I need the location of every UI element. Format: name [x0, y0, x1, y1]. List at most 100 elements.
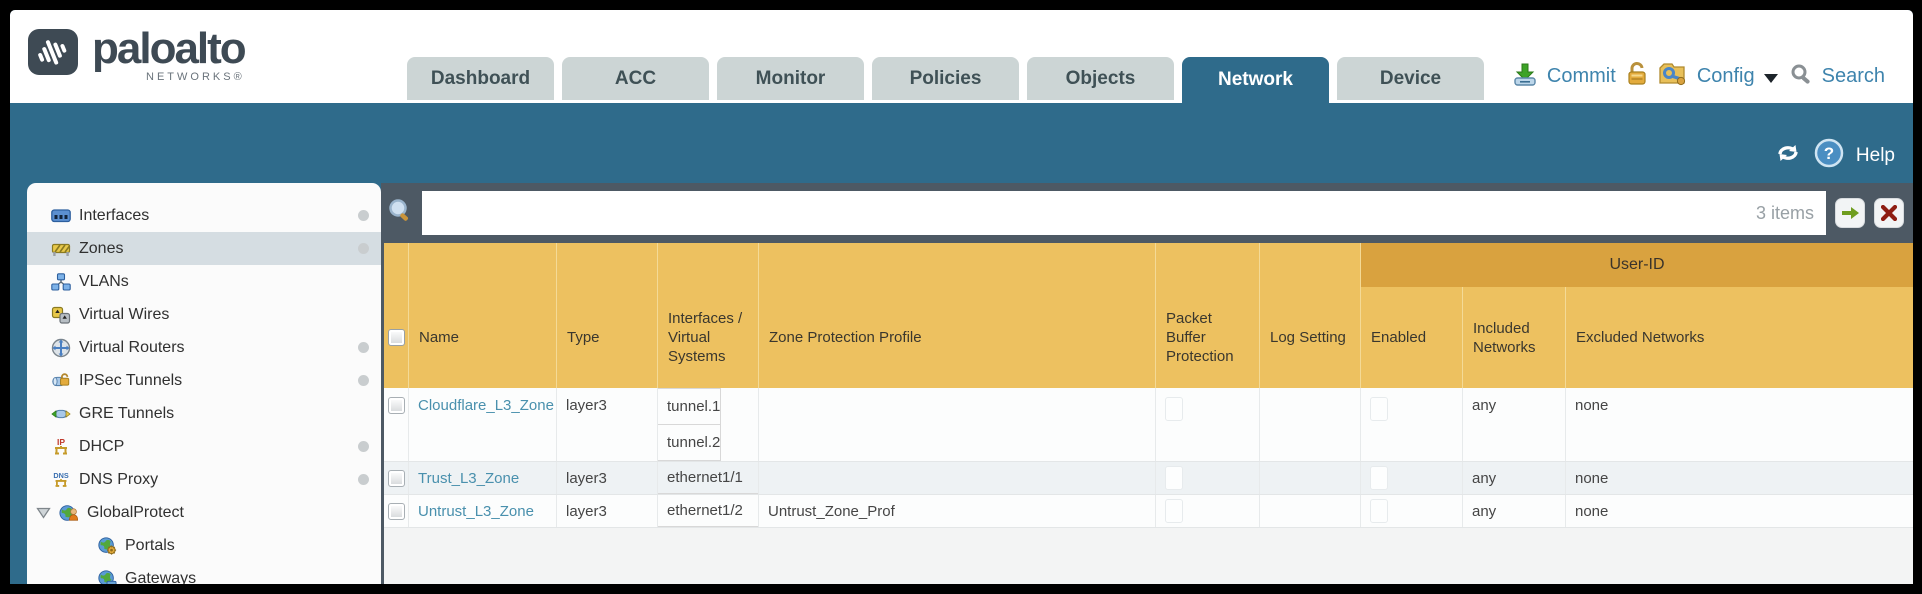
status-dot — [358, 210, 369, 221]
zone-name-link[interactable]: Trust_L3_Zone — [418, 469, 520, 487]
svg-text:?: ? — [1824, 144, 1834, 163]
sidebar-item-virtual-routers[interactable]: Virtual Routers — [27, 331, 381, 364]
search-icon[interactable] — [1789, 62, 1813, 91]
gateways-icon — [97, 569, 117, 584]
sidebar-item-label: IPSec Tunnels — [79, 371, 183, 389]
sidebar-item-dns-proxy[interactable]: DNS DNS Proxy — [27, 463, 381, 496]
commit-button[interactable]: Commit — [1546, 64, 1616, 87]
column-header-packet-buffer-protection[interactable]: Packet Buffer Protection — [1156, 243, 1260, 388]
table-row: Trust_L3_Zone layer3 ethernet1/1 — [384, 462, 1913, 495]
packet-buffer-protection-checkbox[interactable] — [1165, 466, 1183, 490]
band-actions: ? Help — [1774, 138, 1895, 173]
user-id-enabled-cell — [1361, 495, 1463, 527]
status-dot — [358, 441, 369, 452]
apply-filter-button[interactable] — [1835, 198, 1865, 228]
sidebar-item-label: Gateways — [125, 569, 197, 585]
help-label[interactable]: Help — [1855, 144, 1895, 166]
sidebar-item-virtual-wires[interactable]: Virtual Wires — [27, 298, 381, 331]
tab-network[interactable]: Network — [1182, 57, 1329, 103]
sidebar-item-gateways[interactable]: Gateways — [27, 562, 381, 584]
sidebar-item-gre-tunnels[interactable]: GRE Tunnels — [27, 397, 381, 430]
expand-caret-icon[interactable] — [36, 507, 51, 519]
column-header-included-networks[interactable]: Included Networks — [1463, 243, 1566, 388]
vlans-icon — [51, 272, 71, 292]
quick-actions: Commit C — [1512, 60, 1885, 92]
zones-icon — [51, 239, 71, 259]
user-id-enabled-checkbox[interactable] — [1370, 397, 1388, 421]
row-checkbox[interactable] — [388, 469, 405, 487]
tab-monitor[interactable]: Monitor — [717, 57, 864, 100]
sidebar-item-vlans[interactable]: VLANs — [27, 265, 381, 298]
sidebar-item-ipsec-tunnels[interactable]: IPSec Tunnels — [27, 364, 381, 397]
refresh-icon[interactable] — [1774, 141, 1802, 170]
tab-acc[interactable]: ACC — [562, 57, 709, 100]
lock-icon[interactable] — [1625, 61, 1649, 92]
sidebar-item-dhcp[interactable]: IP DHCP — [27, 430, 381, 463]
included-networks-cell: any — [1463, 388, 1566, 461]
commit-icon[interactable] — [1512, 61, 1538, 92]
user-id-enabled-cell — [1361, 462, 1463, 494]
sidebar-item-portals[interactable]: Portals — [27, 529, 381, 562]
page-body: Interfaces Zones — [10, 183, 1913, 584]
interface-box: ethernet1/1 — [658, 462, 758, 494]
sidebar-item-label: DNS Proxy — [79, 470, 159, 488]
status-dot — [358, 243, 369, 254]
zone-name-cell: Trust_L3_Zone — [409, 462, 557, 494]
zone-interfaces-cell: tunnel.1 tunnel.2 — [658, 388, 759, 461]
sidebar-item-interfaces[interactable]: Interfaces — [27, 199, 381, 232]
tab-policies[interactable]: Policies — [872, 57, 1019, 100]
help-icon[interactable]: ? — [1814, 138, 1844, 173]
green-arrow-icon — [1841, 207, 1859, 219]
panos-console: paloalto NETWORKS® Dashboard ACC Monitor… — [10, 10, 1913, 584]
zone-filter-input[interactable] — [422, 191, 1756, 235]
item-count: 3 items — [1755, 202, 1814, 223]
config-caret-icon[interactable] — [1763, 73, 1778, 83]
zone-type-cell: layer3 — [557, 388, 658, 461]
search-button[interactable]: Search — [1821, 64, 1885, 87]
column-header-name[interactable]: Name — [409, 243, 557, 388]
row-checkbox[interactable] — [388, 397, 405, 414]
globalprotect-icon — [59, 503, 79, 523]
select-all-checkbox[interactable] — [388, 329, 405, 346]
log-setting-cell — [1260, 388, 1361, 461]
status-dot — [358, 375, 369, 386]
row-checkbox[interactable] — [388, 502, 405, 520]
packet-buffer-protection-checkbox[interactable] — [1165, 499, 1183, 523]
column-header-interfaces[interactable]: Interfaces / Virtual Systems — [658, 243, 759, 388]
included-networks-cell: any — [1463, 462, 1566, 494]
table-row: Cloudflare_L3_Zone layer3 tunnel.1 tunne… — [384, 388, 1913, 462]
sidebar-item-zones[interactable]: Zones — [27, 232, 381, 265]
row-select-cell — [384, 388, 409, 461]
brand-subtitle: NETWORKS® — [146, 70, 245, 83]
zone-name-link[interactable]: Untrust_L3_Zone — [418, 502, 534, 520]
sidebar-item-label: GlobalProtect — [87, 503, 184, 521]
tab-dashboard[interactable]: Dashboard — [407, 57, 554, 100]
config-button[interactable]: Config — [1696, 64, 1755, 87]
log-setting-cell — [1260, 462, 1361, 494]
log-setting-cell — [1260, 495, 1361, 527]
interface-box: ethernet1/2 — [658, 495, 758, 527]
user-id-enabled-checkbox[interactable] — [1370, 499, 1388, 523]
network-sidebar: Interfaces Zones — [27, 183, 381, 584]
sidebar-item-label: DHCP — [79, 437, 125, 455]
clear-filter-button[interactable] — [1874, 198, 1904, 228]
column-header-log-setting[interactable]: Log Setting — [1260, 243, 1361, 388]
interfaces-icon — [51, 206, 71, 226]
zone-name-link[interactable]: Cloudflare_L3_Zone — [418, 397, 554, 414]
top-header: paloalto NETWORKS® Dashboard ACC Monitor… — [10, 10, 1913, 103]
column-header-type[interactable]: Type — [557, 243, 658, 388]
tab-device[interactable]: Device — [1337, 57, 1484, 100]
packet-buffer-protection-checkbox[interactable] — [1165, 397, 1183, 421]
ipsec-tunnels-icon — [51, 371, 71, 391]
tab-objects[interactable]: Objects — [1027, 57, 1174, 100]
column-header-zone-protection-profile[interactable]: Zone Protection Profile — [759, 243, 1156, 388]
zone-interfaces-cell: ethernet1/2 — [658, 495, 759, 527]
user-id-enabled-checkbox[interactable] — [1370, 466, 1388, 490]
config-icon[interactable] — [1658, 60, 1688, 92]
content-area: 3 items — [381, 183, 1913, 584]
sidebar-item-globalprotect[interactable]: GlobalProtect — [27, 496, 381, 529]
zone-protection-profile-cell — [759, 462, 1156, 494]
column-header-excluded-networks[interactable]: Excluded Networks — [1576, 329, 1705, 346]
column-header-enabled[interactable]: Enabled — [1361, 243, 1463, 388]
